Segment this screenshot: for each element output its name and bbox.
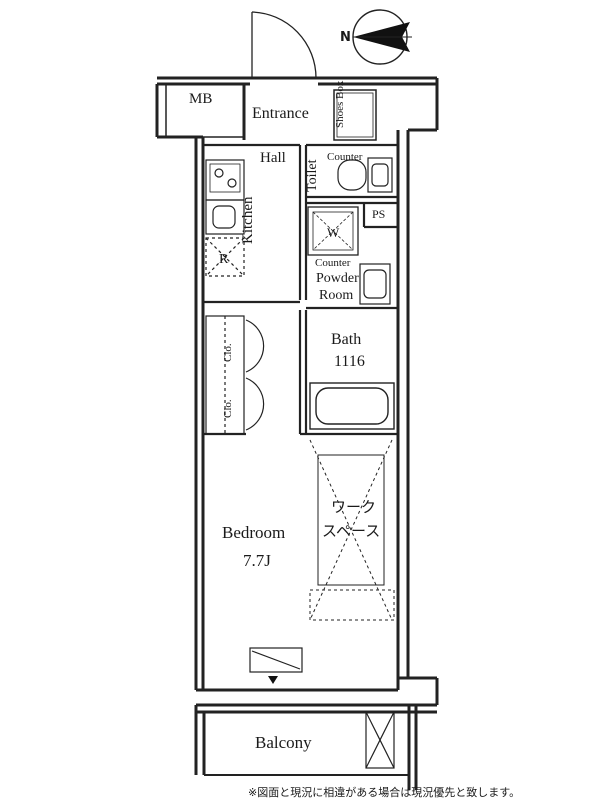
toilet-label: Toilet xyxy=(305,159,320,192)
bedroom-size-label: 7.7J xyxy=(243,551,271,570)
hall-label: Hall xyxy=(260,150,286,166)
window-mark xyxy=(249,647,303,684)
mb-label: MB xyxy=(189,91,212,107)
compass-north-label: N xyxy=(340,30,351,45)
powder-room-label-1: Powder xyxy=(316,271,359,286)
powder-room-label-2: Room xyxy=(319,288,353,303)
washer xyxy=(307,206,359,256)
closet-label-2: Clo. xyxy=(222,399,234,418)
washer-label: W xyxy=(327,225,340,240)
powder-sink xyxy=(359,263,391,305)
toilet-fixtures xyxy=(337,157,393,193)
kitchen-fixtures xyxy=(205,159,245,277)
refrigerator-label: R xyxy=(219,252,229,267)
kitchen-label: Kitchen xyxy=(240,196,256,244)
closets xyxy=(205,315,265,435)
workspace-label-2: スペース xyxy=(322,522,380,540)
bedroom-label: Bedroom xyxy=(222,523,285,542)
shoes-box-label: Shoes Box xyxy=(334,80,346,128)
balcony-outdoor-unit xyxy=(365,711,395,769)
footnote: ※図面と現況に相違がある場合は現況優先と致します。 xyxy=(248,785,520,799)
workspace-label-1: ワーク xyxy=(331,498,376,516)
compass: N xyxy=(340,9,412,65)
counter-powder-label: Counter xyxy=(315,257,351,269)
entrance-label: Entrance xyxy=(252,105,309,122)
balcony-label: Balcony xyxy=(255,733,312,752)
entrance-door xyxy=(251,11,318,79)
shoes-box xyxy=(333,89,377,141)
workspace-area xyxy=(309,439,395,621)
interior-walls xyxy=(203,143,398,436)
counter-toilet-label: Counter xyxy=(327,151,363,163)
bath-size-label: 1116 xyxy=(334,353,365,370)
ps-label: PS xyxy=(372,207,385,221)
closet-label-1: Clo. xyxy=(222,343,234,362)
bath-tub xyxy=(309,382,395,430)
bath-label: Bath xyxy=(331,331,361,348)
mb-box xyxy=(165,83,246,140)
